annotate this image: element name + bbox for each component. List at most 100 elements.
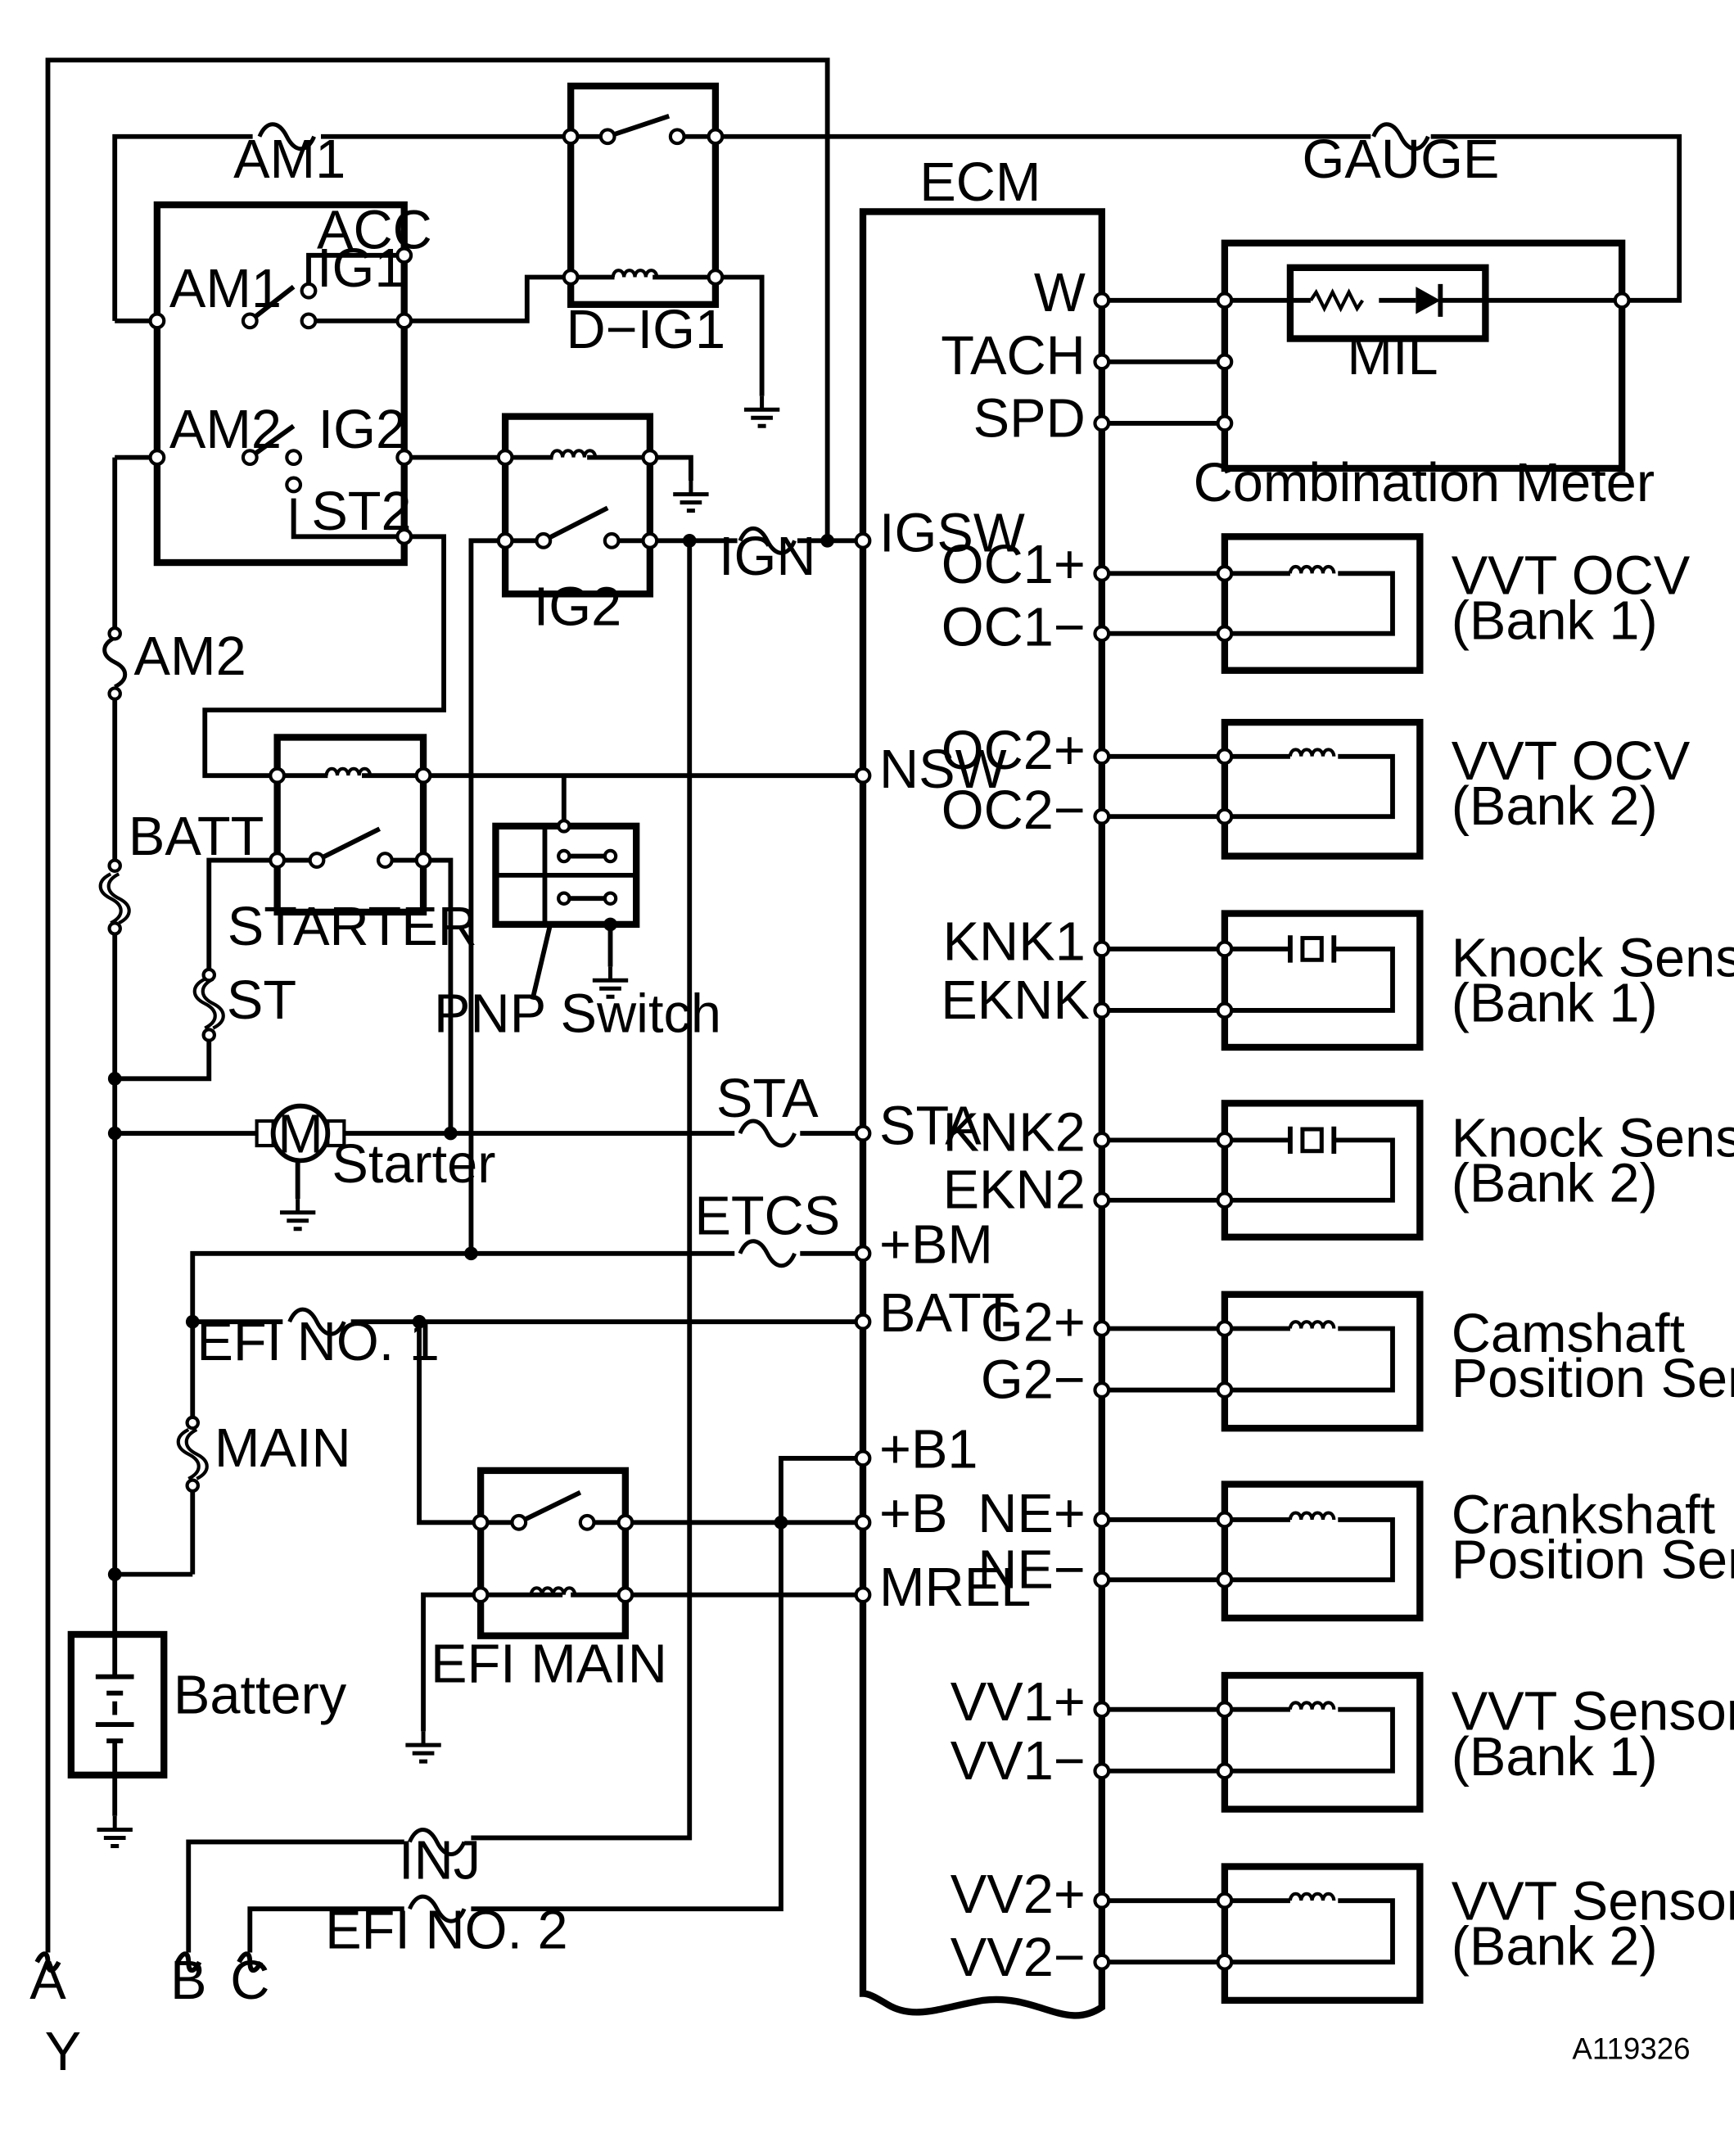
knock2-name-line2: (Bank 2) xyxy=(1452,1153,1658,1214)
cam-sensor-block xyxy=(1093,1290,1424,1432)
vvt-ocv-bank2-block xyxy=(1093,718,1424,860)
knock1-name-line1: Knock Sensor xyxy=(1452,928,1734,988)
diagram-labels: AM1 GAUGE ECM ACC IG1 AM1 D−IG1 AM2 IG2 … xyxy=(29,129,1734,2082)
crank-name-line2: Position Sensor xyxy=(1452,1530,1734,1591)
vvt-sensor-b2-block xyxy=(1093,1863,1424,2005)
am2-switch-label: AM2 xyxy=(169,400,282,460)
pnp-switch-label: PNP Switch xyxy=(434,984,721,1045)
cam-name-line1: Camshaft xyxy=(1452,1304,1686,1364)
connector-a-label: A xyxy=(29,1950,66,2011)
vvts1-name-line1: VVT Sensor xyxy=(1452,1682,1734,1742)
ocv1-name-line1: VVT OCV xyxy=(1452,545,1691,606)
pin-w: W xyxy=(1034,263,1086,323)
pin-igsw: IGSW xyxy=(879,504,1025,564)
pin-ekn2: EKN2 xyxy=(943,1160,1086,1221)
dig1-relay xyxy=(562,82,779,426)
battery xyxy=(67,1630,168,1846)
ign-fuse-label: IGN xyxy=(719,527,816,587)
harness-wiring xyxy=(45,57,1682,1953)
knock1-name-line2: (Bank 1) xyxy=(1452,973,1658,1033)
junction-dots xyxy=(107,533,834,1581)
ig2-switch-label: IG2 xyxy=(318,400,407,460)
knock2-name-line1: Knock Sensor xyxy=(1452,1108,1734,1168)
st2-label: ST2 xyxy=(311,481,411,542)
connector-breaks xyxy=(34,1951,264,1973)
starter-relay-label: STARTER xyxy=(228,897,477,957)
y-mark: Y xyxy=(45,2022,81,2082)
gauge-fuse-label: GAUGE xyxy=(1303,129,1500,190)
pin-oc1p: OC1+ xyxy=(942,535,1086,595)
vvts1-name-line2: (Bank 1) xyxy=(1452,1727,1658,1788)
pin-vv1p: VV1+ xyxy=(951,1672,1086,1733)
pin-batt: BATT xyxy=(879,1283,1014,1344)
vvt-ocv-bank1-block xyxy=(1093,533,1424,674)
main-fuse-label: MAIN xyxy=(214,1418,351,1479)
crank-name-line1: Crankshaft xyxy=(1452,1485,1716,1546)
starter-motor: M xyxy=(255,1103,346,1228)
pin-nep: NE+ xyxy=(978,1484,1086,1544)
pin-tach: TACH xyxy=(941,326,1086,386)
ocv2-name-line2: (Bank 2) xyxy=(1452,776,1658,837)
efi2-fuse-label: EFI NO. 2 xyxy=(325,1901,567,1961)
pin-spd: SPD xyxy=(973,389,1086,450)
pin-mrel: MREL xyxy=(879,1557,1031,1618)
battery-label: Battery xyxy=(174,1666,347,1726)
am1-switch-label: AM1 xyxy=(169,259,282,319)
vvts2-name-line1: VVT Sensor xyxy=(1452,1872,1734,1932)
pin-knk2: KNK2 xyxy=(943,1103,1086,1164)
dig1-label: D−IG1 xyxy=(567,300,726,360)
mil-label: MIL xyxy=(1347,326,1438,386)
pin-bm: +BM xyxy=(879,1214,993,1275)
st-fuse-label: ST xyxy=(227,970,296,1031)
connector-c-label: C xyxy=(230,1950,269,2011)
fuse-symbols xyxy=(101,124,1429,1921)
ocv2-name-line1: VVT OCV xyxy=(1452,731,1691,792)
pin-g2m: G2− xyxy=(981,1350,1086,1411)
combination-meter-label: Combination Meter xyxy=(1194,453,1655,513)
efi1-fuse-label: EFI NO. 1 xyxy=(196,1312,439,1372)
ig2-relay-label: IG2 xyxy=(534,577,622,638)
pin-vv1m: VV1− xyxy=(951,1731,1086,1792)
vvt-sensor-b1-block xyxy=(1093,1671,1424,1813)
etcs-fuse-label: ETCS xyxy=(694,1186,840,1246)
ignition-switch xyxy=(148,201,413,567)
am1-fuse-label: AM1 xyxy=(233,129,345,190)
am2-fuse-label: AM2 xyxy=(134,626,246,687)
knock-bank2-block xyxy=(1093,1100,1424,1241)
pin-vv2p: VV2+ xyxy=(951,1864,1086,1925)
knock-bank1-block xyxy=(1093,910,1424,1051)
ig1-label: IG1 xyxy=(317,238,405,299)
pin-knk1: KNK1 xyxy=(943,911,1086,972)
vvts2-name-line2: (Bank 2) xyxy=(1452,1917,1658,1977)
efi-main-relay xyxy=(405,1467,634,1761)
pin-sta: STA xyxy=(879,1096,982,1156)
efi-main-label: EFI MAIN xyxy=(431,1634,667,1694)
pin-b: +B xyxy=(879,1484,947,1544)
ecm-body xyxy=(854,208,1105,2019)
ocv1-name-line2: (Bank 1) xyxy=(1452,590,1658,651)
motor-m-label: M xyxy=(278,1104,323,1164)
pin-oc2m: OC2− xyxy=(942,780,1086,841)
batt-fuse-label: BATT xyxy=(129,807,264,867)
pin-oc1m: OC1− xyxy=(942,598,1086,658)
combination-meter xyxy=(1093,239,1631,472)
figure-id: A119326 xyxy=(1572,2032,1690,2066)
starter-relay xyxy=(269,734,432,916)
inj-fuse-label: INJ xyxy=(399,1830,481,1891)
ecm-label: ECM xyxy=(919,152,1041,213)
pin-nsw: NSW xyxy=(879,739,1007,800)
pin-nem: NE− xyxy=(978,1539,1086,1600)
crank-sensor-block xyxy=(1093,1480,1424,1622)
sta-fuse-label: STA xyxy=(716,1069,819,1129)
sensor-blocks xyxy=(1093,533,1424,2005)
pin-b1: +B1 xyxy=(879,1420,978,1480)
connector-b-label: B xyxy=(170,1950,206,2011)
pin-g2p: G2+ xyxy=(981,1292,1086,1353)
pin-eknk: EKNK xyxy=(941,970,1090,1031)
ig2-relay xyxy=(496,413,709,598)
pnp-switch xyxy=(492,819,640,1001)
pin-vv2m: VV2− xyxy=(951,1928,1086,1988)
acc-label: ACC xyxy=(317,200,432,260)
pin-oc2p: OC2+ xyxy=(942,721,1086,781)
